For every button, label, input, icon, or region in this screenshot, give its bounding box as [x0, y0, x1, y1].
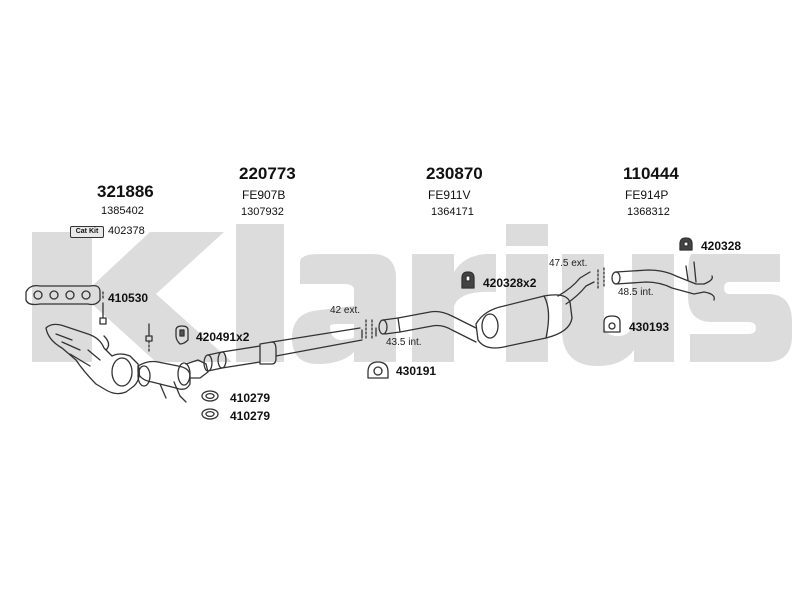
- catalytic-converter-icon: [45, 323, 140, 395]
- middle-pipe-220773-icon: [203, 327, 363, 372]
- front-pipe-icon: [137, 359, 209, 403]
- stud-icon: [145, 323, 153, 353]
- dimension-42-ext: 42 ext.: [330, 305, 361, 316]
- center-silencer-230870-icon: [378, 271, 595, 349]
- fitting-430193: 430193: [629, 320, 670, 334]
- rubber-mount-430191-icon: [367, 361, 389, 379]
- cat-kit-badge: Cat Kit: [70, 226, 104, 238]
- fitting-420328: 420328: [701, 239, 742, 253]
- oem-number: 1385402: [101, 205, 144, 217]
- ref-number: FE914P: [625, 188, 669, 202]
- cat-kit-code: 402378: [108, 225, 145, 237]
- part-number-220773: 220773: [239, 164, 296, 183]
- dimension-43-5-int: 43.5 int.: [386, 337, 422, 348]
- pipe-joint-icon: [597, 267, 605, 291]
- fitting-410279: 410279: [230, 409, 271, 423]
- oem-number: 1307932: [241, 206, 284, 218]
- gasket-ring-icon: [201, 408, 219, 420]
- fitting-410279: 410279: [230, 391, 271, 405]
- part-number-321886: 321886: [97, 182, 154, 201]
- rear-pipe-110444-icon: [611, 261, 715, 301]
- rubber-mount-420491-icon: [175, 325, 189, 345]
- fitting-410530: 410530: [108, 291, 149, 305]
- oem-number: 1364171: [431, 206, 474, 218]
- pipe-joint-icon: [361, 319, 377, 341]
- rubber-mount-420328-icon: [679, 237, 693, 251]
- ref-number: FE907B: [242, 188, 286, 202]
- rubber-mount-420328x2-icon: [461, 271, 475, 289]
- fitting-420328x2: 420328x2: [483, 276, 537, 290]
- oem-number: 1368312: [627, 206, 670, 218]
- dimension-48-5-int: 48.5 int.: [618, 287, 654, 298]
- dimension-47-5-ext: 47.5 ext.: [549, 258, 588, 269]
- part-number-230870: 230870: [426, 164, 483, 183]
- fitting-430191: 430191: [396, 364, 437, 378]
- ref-number: FE911V: [428, 188, 471, 202]
- gasket-ring-icon: [201, 390, 219, 402]
- manifold-gasket-icon: [25, 284, 101, 306]
- stud-410530-icon: [99, 291, 107, 325]
- fitting-420491x2: 420491x2: [196, 330, 250, 344]
- part-number-110444: 110444: [623, 164, 679, 183]
- rubber-mount-430193-icon: [603, 315, 621, 333]
